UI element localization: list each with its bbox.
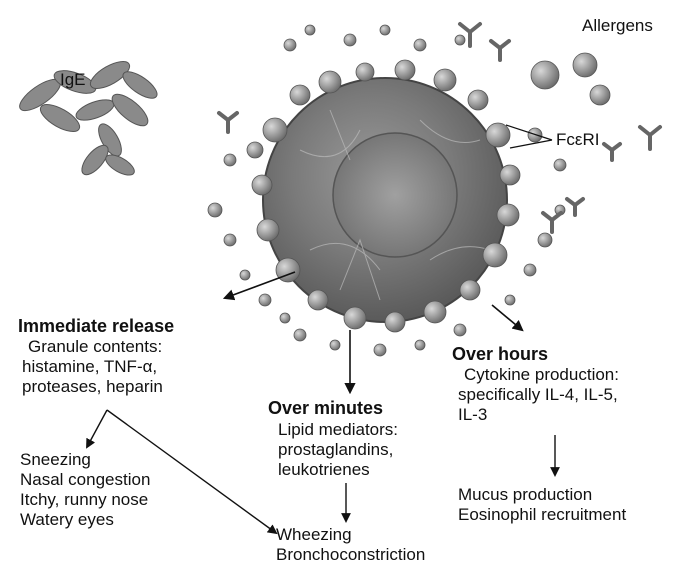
arrow-immediate — [225, 272, 295, 298]
immediate-title: Immediate release — [18, 316, 174, 336]
immediate-line1: Granule contents: — [28, 337, 162, 357]
effect-bronchoconstriction: Bronchoconstriction — [276, 545, 425, 565]
minutes-line3: leukotrienes — [278, 460, 370, 480]
minutes-line1: Lipid mediators: — [278, 420, 398, 440]
immediate-line2: histamine, TNF-α, — [22, 357, 157, 377]
hours-title: Over hours — [452, 344, 548, 364]
immediate-line3: proteases, heparin — [22, 377, 163, 397]
hours-line2: specifically IL-4, IL-5, — [458, 385, 618, 405]
effect-sneezing: Sneezing — [20, 450, 91, 470]
hours-line3: IL-3 — [458, 405, 487, 425]
effect-wheezing: Wheezing — [276, 525, 352, 545]
effect-watery-eyes: Watery eyes — [20, 510, 114, 530]
effect-itchy-runny-nose: Itchy, runny nose — [20, 490, 148, 510]
effect-nasal-congestion: Nasal congestion — [20, 470, 150, 490]
effect-eosinophil-recruitment: Eosinophil recruitment — [458, 505, 626, 525]
hours-line1: Cytokine production: — [464, 365, 619, 385]
arrow-immediate-effects — [87, 410, 107, 447]
nucleus — [333, 133, 457, 257]
allergens-label: Allergens — [582, 16, 653, 36]
ige-antibody-cluster — [15, 56, 161, 179]
arrow-hours — [492, 305, 522, 330]
ige-label: IgE — [60, 70, 86, 90]
fceri-label: FcεRI — [556, 130, 599, 150]
minutes-title: Over minutes — [268, 398, 383, 418]
minutes-line2: prostaglandins, — [278, 440, 393, 460]
effect-mucus-production: Mucus production — [458, 485, 592, 505]
